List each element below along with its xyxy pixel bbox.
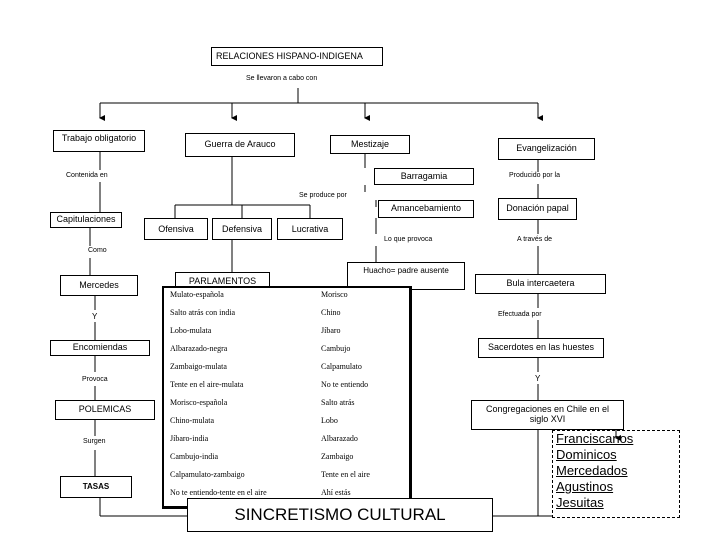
mixture-cell-right: Cambujo — [321, 344, 351, 353]
mixture-cell-left: Albarazado-negra — [170, 344, 228, 353]
connector-provoca: Provoca — [82, 376, 108, 383]
mixture-cell-right: Chino — [321, 308, 341, 317]
mestizaje-box: Mestizaje — [330, 135, 410, 154]
sincretismo-label: SINCRETISMO CULTURAL — [234, 504, 446, 524]
polemicas-label: POLEMICAS — [78, 404, 132, 415]
ofensiva-label: Ofensiva — [158, 224, 194, 234]
mixture-cell-left: Morisco-española — [170, 398, 228, 407]
defensiva-label: Defensiva — [221, 224, 263, 234]
evangelizacion-box: Evangelización — [498, 138, 595, 160]
connector-surgen: Surgen — [83, 438, 106, 445]
order-item: Agustinos — [556, 479, 614, 494]
mestizaje-label: Mestizaje — [350, 138, 389, 149]
congregaciones-label: Congregaciones en Chile en el siglo XVI — [485, 404, 610, 424]
amancebamiento-box: Amancebamiento — [378, 200, 474, 218]
sacerdotes-box: Sacerdotes en las huestes — [478, 338, 604, 358]
mixture-cell-right: Jíbaro — [321, 326, 341, 335]
connector-a-traves-de: A través de — [517, 236, 553, 243]
trabajo-obligatorio-box: Trabajo obligatorio — [53, 130, 145, 152]
tasas-box: TASAS — [60, 476, 132, 498]
amancebamiento-label: Amancebamiento — [390, 203, 462, 214]
mixture-cell-right: Albarazado — [321, 434, 358, 443]
huacho-label: Huacho= padre ausente — [363, 266, 449, 275]
encomiendas-label: Encomiendas — [72, 342, 128, 353]
order-item: Franciscanos — [556, 431, 634, 446]
order-item: Mercedados — [556, 463, 628, 478]
mixture-cell-left: Cambujo-india — [170, 452, 218, 461]
connector-lo-que-provoca: Lo que provoca — [384, 236, 433, 243]
connector-como: Como — [88, 247, 107, 254]
polemicas-box: POLEMICAS — [55, 400, 155, 420]
capitulaciones-box: Capitulaciones — [50, 212, 122, 228]
lucrativa-box: Lucrativa — [277, 218, 343, 240]
connector-y-left: Y — [92, 312, 98, 321]
mixture-cell-right: Tente en el aire — [321, 470, 370, 479]
sincretismo-box: SINCRETISMO CULTURAL — [187, 498, 493, 532]
religious-orders-list: Franciscanos Dominicos Mercedados Agusti… — [552, 430, 680, 518]
mixture-cell-left: Lobo-mulata — [170, 326, 212, 335]
title-box: RELACIONES HISPANO-INDIGENA — [211, 47, 383, 66]
bula-intercaetera-box: Bula intercaetera — [475, 274, 606, 294]
connector-efectuada-por: Efectuada por — [498, 311, 542, 318]
donacion-papal-label: Donación papal — [506, 203, 569, 214]
mixture-cell-right: Zambaigo — [321, 452, 354, 461]
mixture-cell-left: Mulato-española — [170, 290, 224, 299]
barragania-box: Barragamia — [374, 168, 474, 185]
connector-se-produce-por: Se produce por — [299, 192, 347, 199]
order-item: Dominicos — [556, 447, 617, 462]
mixture-cell-right: No te entiendo — [321, 380, 369, 389]
mixture-cell-right: Calpamulato — [321, 362, 362, 371]
mixture-cell-right: Lobo — [321, 416, 338, 425]
bula-intercaetera-label: Bula intercaetera — [506, 278, 575, 289]
connector-y-right: Y — [535, 374, 541, 383]
evangelizacion-label: Evangelización — [516, 143, 577, 154]
guerra-arauco-box: Guerra de Arauco — [185, 133, 295, 157]
mixture-cell-left: Jíbaro-india — [170, 434, 209, 443]
mixture-cell-left: No te entiendo-tente en el aire — [170, 488, 267, 497]
mixture-cell-left: Calpamulato-zambaigo — [170, 470, 245, 479]
capitulaciones-label: Capitulaciones — [56, 214, 116, 225]
lucrativa-label: Lucrativa — [291, 224, 329, 234]
order-item: Jesuitas — [556, 495, 604, 510]
defensiva-box: Defensiva — [212, 218, 272, 240]
mixture-cell-left: Salto atrás con india — [170, 308, 236, 317]
connector-contenida-en: Contenida en — [66, 172, 108, 179]
encomiendas-box: Encomiendas — [50, 340, 150, 356]
congregaciones-box: Congregaciones en Chile en el siglo XVI — [471, 400, 624, 430]
mercedes-box: Mercedes — [60, 275, 138, 296]
connector-producido-por: Producido por la — [509, 172, 560, 179]
mercedes-label: Mercedes — [79, 279, 119, 290]
donacion-papal-box: Donación papal — [498, 198, 577, 220]
mixture-cell-right: Salto atrás — [321, 398, 355, 407]
mixture-cell-left: Tente en el aire-mulata — [170, 380, 244, 389]
parlamentos-label: PARLAMENTOS — [188, 276, 257, 286]
sacerdotes-label: Sacerdotes en las huestes — [487, 342, 595, 353]
mixture-cell-right: Morisco — [321, 290, 348, 299]
title: RELACIONES HISPANO-INDIGENA — [216, 50, 363, 61]
trabajo-obligatorio-label: Trabajo obligatorio — [61, 133, 137, 143]
mixture-cell-left: Chino-mulata — [170, 416, 214, 425]
mixture-cell-left: Zambaigo-mulata — [170, 362, 227, 371]
subtitle: Se llevaron a cabo con — [246, 75, 318, 82]
mixture-cell-right: Ahí estás — [321, 488, 351, 497]
guerra-arauco-label: Guerra de Arauco — [204, 139, 276, 150]
ofensiva-box: Ofensiva — [144, 218, 208, 240]
tasas-label: TASAS — [82, 481, 110, 491]
barragania-label: Barragamia — [400, 170, 448, 181]
